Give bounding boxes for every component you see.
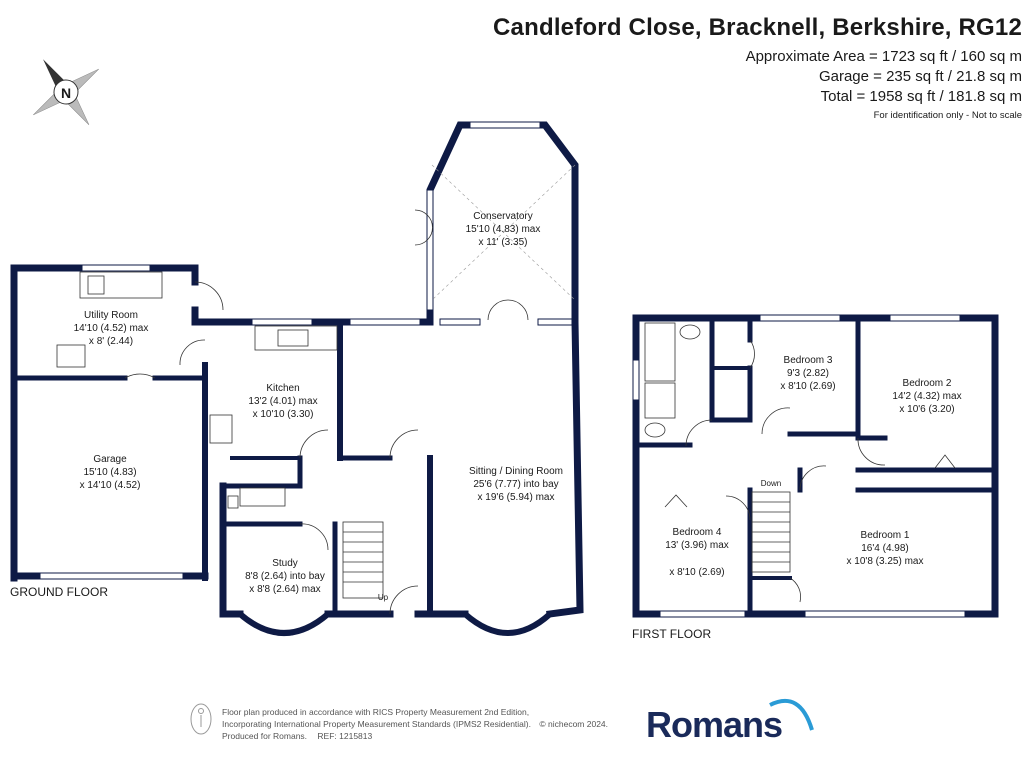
approx-area: Approximate Area = 1723 sq ft / 160 sq m: [745, 48, 1022, 65]
bedroom3-dim2: x 8'10 (2.69): [780, 381, 835, 392]
bedroom4-dim1: 13' (3.96) max: [665, 540, 729, 551]
compass-icon: [33, 59, 99, 125]
person-icon: [190, 703, 212, 735]
footer-line2-text: Incorporating International Property Mea…: [222, 719, 531, 729]
ground-floor-label: GROUND FLOOR: [10, 585, 108, 599]
bedroom3-name: Bedroom 3: [784, 355, 833, 366]
garage-name: Garage: [93, 454, 127, 465]
footer-line1: Floor plan produced in accordance with R…: [222, 707, 530, 717]
study-bay-window: [238, 611, 330, 636]
ground-windows: [39, 121, 573, 580]
bedroom2-dim1: 14'2 (4.32) max: [892, 391, 961, 402]
first-floor-label: FIRST FLOOR: [632, 627, 711, 641]
kitchen-dim2: x 10'10 (3.30): [253, 409, 314, 420]
first-stairs: [751, 491, 791, 573]
compass-letter: N: [61, 85, 71, 101]
first-fixtures: [644, 322, 701, 438]
conservatory-roof-lines: [431, 164, 576, 301]
fixtures: [56, 271, 338, 509]
utility-name: Utility Room: [84, 310, 138, 321]
conservatory-dim2: x 11' (3.35): [479, 237, 528, 248]
first-windows: [632, 314, 966, 618]
bedroom1-dim2: x 10'8 (3.25) max: [847, 556, 924, 567]
bedroom1-name: Bedroom 1: [861, 530, 910, 541]
garage-dim1: 15'10 (4.83): [83, 467, 136, 478]
disclaimer: For identification only - Not to scale: [873, 110, 1022, 121]
bedroom1-dim1: 16'4 (4.98): [861, 543, 909, 554]
footer-line2: Incorporating International Property Mea…: [222, 718, 608, 730]
sitting-bay-window: [463, 611, 553, 636]
ground-stairs: [342, 521, 384, 599]
footer-copyright: © nichecom 2024.: [539, 719, 609, 729]
study-name: Study: [272, 558, 298, 569]
conservatory-dim1: 15'10 (4.83) max: [466, 224, 541, 235]
bedroom4-dim2: x 8'10 (2.69): [669, 567, 724, 578]
garage-area: Garage = 235 sq ft / 21.8 sq m: [818, 68, 1022, 85]
ground-doors: [124, 209, 529, 615]
study-dim1: 8'8 (2.64) into bay: [245, 571, 325, 582]
bedroom4-name: Bedroom 4: [673, 527, 722, 538]
footer-ref: REF: 1215813: [317, 731, 373, 741]
study-dim2: x 8'8 (2.64) max: [249, 584, 320, 595]
property-title: Candleford Close, Bracknell, Berkshire, …: [493, 14, 1022, 41]
sitting-name: Sitting / Dining Room: [469, 466, 563, 477]
bedroom2-dim2: x 10'6 (3.20): [899, 404, 954, 415]
brand-logo: Romans: [646, 704, 783, 745]
utility-dim1: 14'10 (4.52) max: [74, 323, 149, 334]
footer-produced: Produced for Romans.: [222, 731, 308, 741]
stairs-down-label: Down: [761, 479, 781, 488]
kitchen-dim1: 13'2 (4.01) max: [248, 396, 317, 407]
total-area: Total = 1958 sq ft / 181.8 sq m: [820, 88, 1022, 105]
sitting-dim2: x 19'6 (5.94) max: [478, 492, 555, 503]
kitchen-name: Kitchen: [266, 383, 299, 394]
sitting-dim1: 25'6 (7.77) into bay: [473, 479, 558, 490]
logo-swoosh-icon: [769, 699, 814, 731]
first-doors: [664, 339, 956, 603]
ground-floor-walls: [10, 121, 584, 618]
stairs-up-label: Up: [378, 593, 389, 602]
garage-dim2: x 14'10 (4.52): [80, 480, 141, 491]
utility-dim2: x 8' (2.44): [89, 336, 133, 347]
bedroom2-name: Bedroom 2: [903, 378, 952, 389]
bedroom3-dim1: 9'3 (2.82): [787, 368, 829, 379]
conservatory-name: Conservatory: [473, 211, 532, 222]
footer-line3: Produced for Romans. REF: 1215813: [222, 730, 372, 742]
